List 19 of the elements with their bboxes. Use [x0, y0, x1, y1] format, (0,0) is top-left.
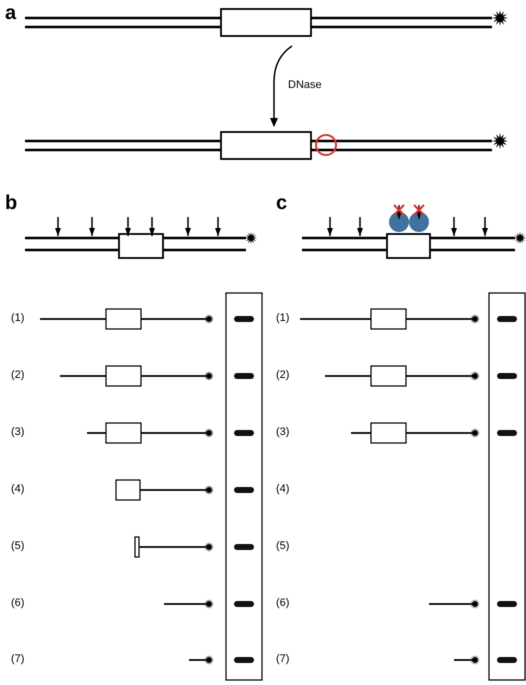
- row-number: (6): [11, 598, 24, 609]
- row-number: (5): [276, 541, 290, 552]
- panel-letter: c: [276, 193, 288, 213]
- arrow: [270, 45, 292, 127]
- row-number: (7): [276, 654, 290, 665]
- row-number: (1): [276, 313, 290, 324]
- panel-letter: b: [5, 193, 18, 213]
- row-number: (5): [11, 541, 24, 552]
- row-number: (2): [11, 370, 24, 381]
- row-number: (1): [11, 313, 24, 324]
- row-number: (6): [276, 598, 290, 609]
- row-number: (4): [11, 484, 24, 495]
- panel-letter: a: [5, 3, 16, 23]
- row-number: (2): [276, 370, 290, 381]
- row-number: (7): [11, 654, 24, 665]
- edge-label: DNase: [288, 80, 322, 91]
- row-number: (4): [276, 484, 290, 495]
- row-number: (3): [11, 427, 24, 438]
- row-number: (3): [276, 427, 290, 438]
